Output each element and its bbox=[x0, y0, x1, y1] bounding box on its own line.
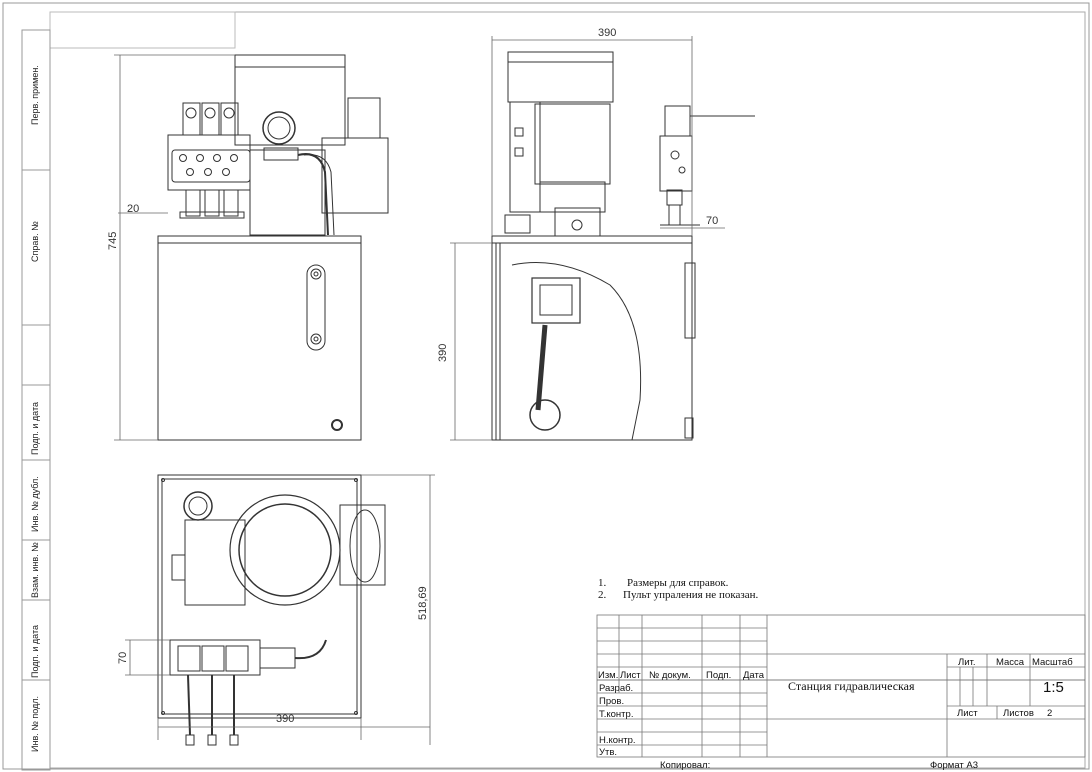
dim-plan-offset: 70 bbox=[117, 652, 129, 664]
mass-label: Масса bbox=[996, 657, 1025, 668]
dim-offset-right: 70 bbox=[706, 215, 718, 227]
header-data: Дата bbox=[743, 670, 765, 681]
dim-top-width: 390 bbox=[598, 27, 616, 39]
front-dimensions bbox=[114, 54, 235, 441]
dim-tank-height: 390 bbox=[437, 344, 449, 362]
sheets-value: 2 bbox=[1047, 708, 1052, 719]
dim-offset-left: 20 bbox=[127, 203, 139, 215]
note-1-text: Размеры для справок. bbox=[627, 577, 729, 589]
sheets-label: Листов bbox=[1003, 708, 1034, 719]
format-label: Формат А3 bbox=[930, 760, 978, 771]
note-1-number: 1. bbox=[598, 577, 607, 589]
stamp-inv-podl: Инв. № подл. bbox=[30, 696, 40, 752]
drawing-title: Станция гидравлическая bbox=[788, 679, 915, 693]
header-list: Лист bbox=[620, 670, 641, 681]
title-block-text: Изм. Лист № докум. Подп. Дата Разраб. Пр… bbox=[598, 657, 1073, 771]
stamp-podp-data-2: Подп. и дата bbox=[30, 625, 40, 678]
header-podp: Подп. bbox=[706, 670, 731, 681]
role-utv: Утв. bbox=[599, 747, 617, 758]
side-dimensions bbox=[450, 36, 725, 441]
role-n-kontr: Н.контр. bbox=[599, 735, 636, 746]
title-block bbox=[596, 614, 1086, 758]
stamp-perv-primen: Перв. примен. bbox=[30, 65, 40, 125]
header-izm: Изм. bbox=[598, 670, 618, 681]
dim-plan-depth: 518,69 bbox=[417, 586, 429, 620]
stamp-inv-dubl: Инв. № дубл. bbox=[30, 476, 40, 532]
plan-dimensions bbox=[125, 474, 435, 745]
scale-value: 1:5 bbox=[1043, 679, 1064, 696]
copied-label: Копировал: bbox=[660, 760, 710, 771]
plan-view bbox=[157, 474, 386, 746]
front-view bbox=[157, 54, 389, 441]
role-prov: Пров. bbox=[599, 696, 624, 707]
stamp-sprav: Справ. № bbox=[30, 221, 40, 262]
lit-label: Лит. bbox=[958, 657, 975, 668]
side-stamp-column bbox=[21, 29, 51, 771]
stamp-podp-data-1: Подп. и дата bbox=[30, 402, 40, 455]
role-t-kontr: Т.контр. bbox=[599, 709, 633, 720]
header-doc-number: № докум. bbox=[649, 670, 691, 681]
dim-height-total: 745 bbox=[107, 232, 119, 250]
note-2-number: 2. bbox=[598, 589, 607, 601]
notes: 1. Размеры для справок. 2. Пульт упрален… bbox=[598, 577, 759, 601]
side-view bbox=[491, 51, 755, 441]
scale-label: Масштаб bbox=[1032, 657, 1073, 668]
role-razrab: Разраб. bbox=[599, 683, 633, 694]
sheet-label: Лист bbox=[957, 708, 978, 719]
dim-plan-width: 390 bbox=[276, 713, 294, 725]
note-2-text: Пульт упраления не показан. bbox=[623, 589, 759, 601]
stamp-vzam-inv: Взам. инв. № bbox=[30, 542, 40, 598]
